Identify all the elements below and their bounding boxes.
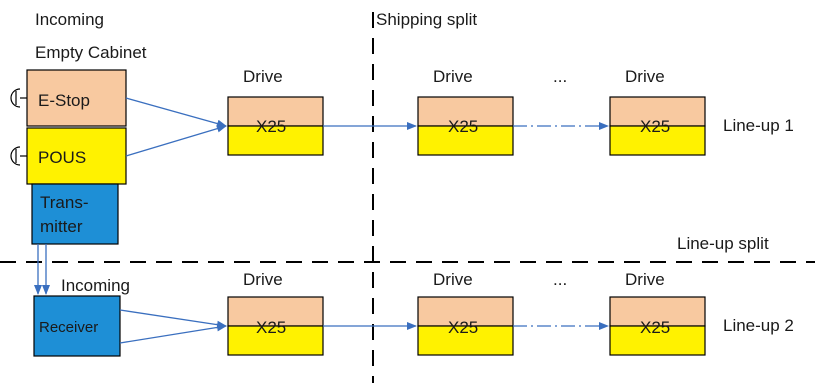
- x25-connector-label: X25: [640, 318, 670, 337]
- estop-to-drive1-arrow: [125, 97, 227, 128]
- lineup1-label: Line-up 1: [723, 116, 794, 135]
- push-button-switch-icon: [10, 146, 27, 166]
- drive-label: Drive: [243, 270, 283, 289]
- drive-label: Drive: [625, 67, 665, 86]
- x25-connector-label: X25: [256, 318, 286, 337]
- push-button-switch-icon: [10, 88, 27, 108]
- x25-connector-label: X25: [640, 117, 670, 136]
- receiver-label: Receiver: [39, 319, 98, 336]
- x25-connector-label: X25: [448, 117, 478, 136]
- drive-label: Drive: [243, 67, 283, 86]
- transmitter-label-line2: mitter: [40, 217, 83, 236]
- incoming-top-label-line2: Empty Cabinet: [35, 43, 147, 62]
- lineup2-ellipsis: ...: [553, 270, 567, 289]
- lineup-split-label: Line-up split: [677, 234, 769, 253]
- shipping-split-label: Shipping split: [376, 10, 477, 29]
- lineup1-ellipsis: ...: [553, 67, 567, 86]
- receiver-to-drive1-arrow-b: [119, 323, 227, 344]
- lineup2-drive-1: Drive X25: [227, 270, 324, 356]
- lineup2-drive-2: Drive X25: [417, 270, 514, 356]
- pous-to-drive1-arrow: [125, 124, 227, 157]
- transmitter-label-line1: Trans-: [40, 193, 89, 212]
- estop-box: [26, 69, 127, 127]
- lineup1-drive-2: Drive X25: [417, 67, 514, 156]
- lineup1-drive-3: Drive X25: [609, 67, 706, 156]
- lineup2-drive-3: Drive X25: [609, 270, 706, 356]
- receiver-to-drive1-arrow-a: [119, 309, 227, 329]
- receiver-box: [33, 295, 121, 357]
- pous-label: POUS: [38, 148, 86, 167]
- drive-label: Drive: [625, 270, 665, 289]
- drive-label: Drive: [433, 270, 473, 289]
- estop-label: E-Stop: [38, 91, 90, 110]
- drive-label: Drive: [433, 67, 473, 86]
- transmitter-box: [31, 183, 119, 245]
- incoming-top-label-line1: Incoming: [35, 10, 104, 29]
- lineup2-label: Line-up 2: [723, 316, 794, 335]
- x25-connector-label: X25: [448, 318, 478, 337]
- lineup1-drive-1: Drive X25: [227, 67, 324, 156]
- x25-connector-label: X25: [256, 117, 286, 136]
- incoming-bottom-label: Incoming: [61, 276, 130, 295]
